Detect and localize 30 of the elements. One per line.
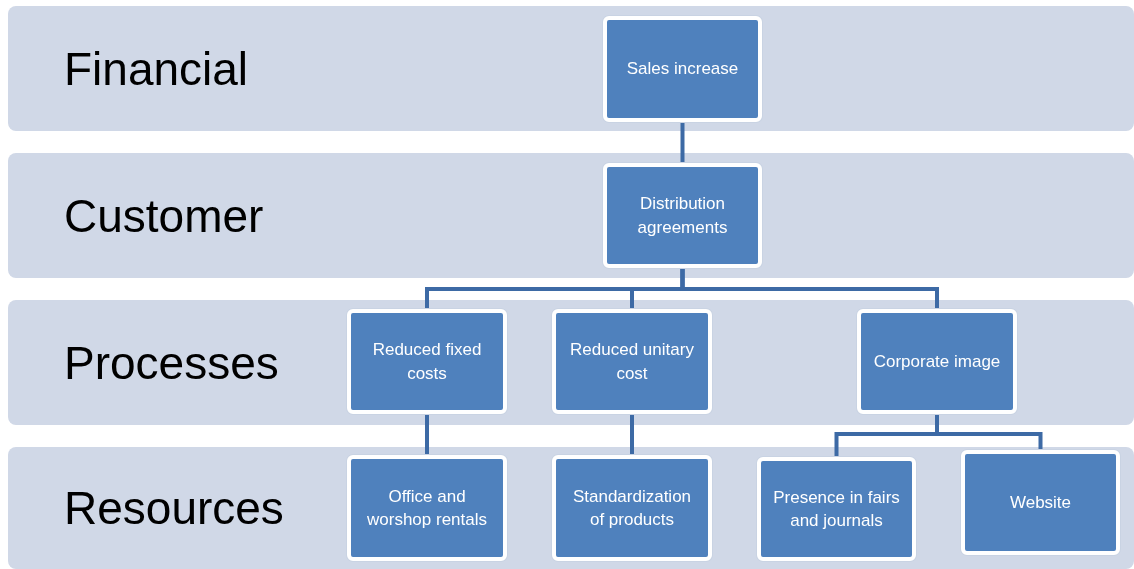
- connector-line: [425, 414, 429, 455]
- row-band: [8, 300, 1134, 425]
- band-label: Processes: [64, 335, 279, 390]
- box-label: Sales increase: [626, 58, 739, 81]
- band-label: Customer: [64, 188, 264, 243]
- box-label: Standardization of products: [571, 485, 693, 531]
- connector-line: [680, 122, 685, 163]
- connector-line: [630, 414, 634, 455]
- connector-line: [680, 268, 939, 309]
- process-box: [857, 309, 1017, 414]
- process-box: [603, 16, 762, 122]
- box-label: Website: [1009, 491, 1072, 514]
- process-box: [757, 457, 916, 561]
- row-band: [8, 153, 1134, 278]
- band-label: Resources: [64, 481, 284, 535]
- process-box: [552, 309, 712, 414]
- process-box: [961, 450, 1120, 555]
- box-label: Distribution agreements: [636, 193, 729, 239]
- box-label: Corporate image: [873, 350, 1001, 373]
- box-label: Office and worshop rentals: [366, 485, 488, 531]
- process-box: [347, 455, 507, 561]
- row-band: [8, 6, 1134, 131]
- process-box: [603, 163, 762, 268]
- box-label: Presence in fairs and journals: [772, 486, 901, 532]
- band-label: Financial: [64, 41, 249, 96]
- box-label: Reduced fixed costs: [371, 339, 483, 385]
- process-box: [347, 309, 507, 414]
- process-box: [552, 455, 712, 561]
- row-band: [8, 447, 1134, 569]
- box-label: Reduced unitary cost: [569, 339, 695, 385]
